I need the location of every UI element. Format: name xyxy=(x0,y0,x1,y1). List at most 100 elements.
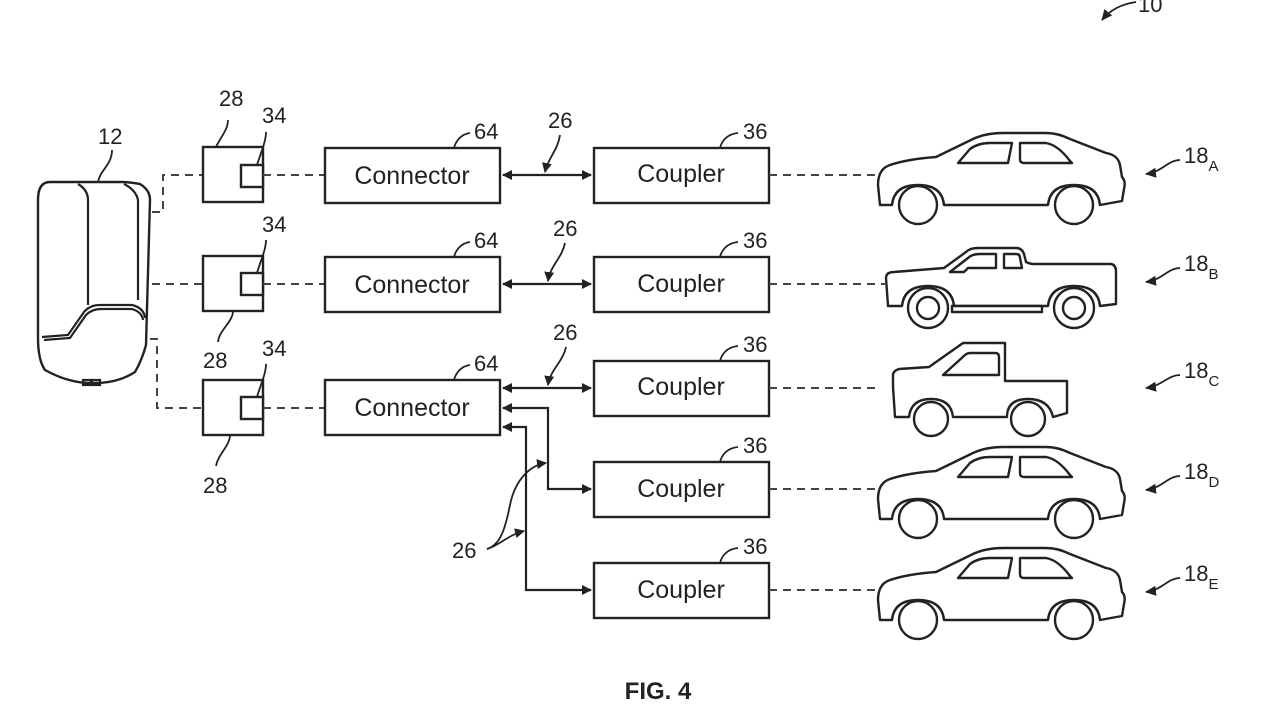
connector-ref: 64 xyxy=(474,228,498,253)
connector-ref-leader xyxy=(453,132,471,149)
coupler-ref-leader xyxy=(719,446,739,463)
link-branches: 26 xyxy=(452,403,592,595)
coupler-ref: 36 xyxy=(743,228,767,253)
vehicle-ref: 18A xyxy=(1184,143,1219,175)
small-pickup-icon xyxy=(891,341,1069,438)
connector-label: Connector xyxy=(354,394,469,422)
coupler-label: Coupler xyxy=(637,373,725,401)
charger-ref-label: 12 xyxy=(98,124,122,149)
charger-foot xyxy=(90,378,102,387)
connector-box xyxy=(323,378,502,437)
link-ref-leader xyxy=(544,346,567,386)
vehicle-ref-arrow xyxy=(1145,475,1181,494)
pickup-truck-icon xyxy=(884,246,1118,330)
vehicle-ref-arrow xyxy=(1145,577,1181,596)
port-socket xyxy=(239,395,265,421)
charger-panel xyxy=(41,303,147,339)
connector-box xyxy=(323,255,502,314)
vehicle-d: 18D xyxy=(876,445,1219,540)
coupler-1: Coupler 36 xyxy=(592,119,771,205)
link-ref: 26 xyxy=(553,320,577,345)
sedan-icon xyxy=(876,546,1126,641)
vehicle-ref: 18B xyxy=(1184,251,1219,283)
vehicle-ref: 18C xyxy=(1184,358,1219,390)
vehicle-ref-arrow xyxy=(1145,159,1181,178)
sedan-icon xyxy=(876,131,1126,226)
link-1: 26 xyxy=(502,108,592,180)
vehicle-b: 18B xyxy=(884,246,1219,330)
connector-ref-leader xyxy=(453,364,471,381)
coupler-3: Coupler 36 xyxy=(592,332,771,418)
coupler-label: Coupler xyxy=(637,576,725,604)
branch-ref-leader xyxy=(486,528,525,550)
socket-ref-leader xyxy=(256,131,267,166)
vehicle-ref: 18E xyxy=(1184,561,1219,593)
coupler-ref-leader xyxy=(719,132,739,149)
coupler-5: Coupler 36 xyxy=(592,534,771,620)
vehicle-a: 18A xyxy=(876,131,1219,226)
coupler-ref-leader xyxy=(719,547,739,564)
coupler-label: Coupler xyxy=(637,270,725,298)
branch-ref-leader xyxy=(486,459,547,550)
charger-ref-leader xyxy=(97,149,113,183)
coupler-ref-leader xyxy=(719,241,739,258)
vehicle-ref-arrow xyxy=(1145,267,1181,286)
socket-ref: 34 xyxy=(262,103,286,128)
link-ref: 26 xyxy=(452,538,476,563)
coupler-ref-leader xyxy=(719,345,739,362)
charging-station: 12 xyxy=(36,124,152,387)
charger-port-link-3 xyxy=(150,338,203,409)
port-1: 28 34 xyxy=(201,86,286,204)
vehicle-e: 18E xyxy=(876,546,1219,641)
coupler-ref: 36 xyxy=(743,534,767,559)
coupler-2: Coupler 36 xyxy=(592,228,771,314)
connector-ref: 64 xyxy=(474,351,498,376)
connector-1: Connector 64 xyxy=(323,119,502,205)
port-ref-leader xyxy=(217,310,234,343)
charger-seam xyxy=(77,183,90,305)
link-ref-leader xyxy=(544,242,566,282)
socket-ref: 34 xyxy=(262,212,286,237)
coupler-ref: 36 xyxy=(743,119,767,144)
port-ref-leader xyxy=(215,434,231,467)
connector-box xyxy=(323,146,502,205)
coupler-label: Coupler xyxy=(637,475,725,503)
branch-link-coupler-5 xyxy=(502,422,592,595)
charger-port-link-1 xyxy=(152,174,203,213)
port-ref-bottom: 28 xyxy=(203,473,227,498)
port-ref-top: 28 xyxy=(219,86,243,111)
socket-ref-leader xyxy=(256,239,267,274)
vehicle-ref: 18D xyxy=(1184,459,1219,491)
connector-ref-leader xyxy=(453,241,471,258)
link-ref: 26 xyxy=(553,216,577,241)
vehicle-c: 18C xyxy=(891,341,1219,438)
port-3: 28 34 xyxy=(201,336,286,498)
charger-panel-inner xyxy=(43,307,145,342)
system-ref-arrow xyxy=(1101,1,1137,21)
port-ref-leader xyxy=(215,119,229,148)
branch-link-coupler-4 xyxy=(502,403,592,494)
connector-ref: 64 xyxy=(474,119,498,144)
link-3: 26 xyxy=(502,320,592,393)
socket-ref-leader xyxy=(256,363,267,398)
port-ref-bottom: 28 xyxy=(203,348,227,373)
coupler-4: Coupler 36 xyxy=(592,433,771,519)
link-ref-leader xyxy=(542,134,561,173)
connector-3: Connector 64 xyxy=(323,351,502,437)
link-ref: 26 xyxy=(548,108,572,133)
port-socket xyxy=(239,271,265,297)
coupler-box xyxy=(592,255,771,314)
link-2: 26 xyxy=(502,216,592,289)
socket-ref: 34 xyxy=(262,336,286,361)
system-reference: 10 xyxy=(1101,0,1162,21)
port-2: 28 34 xyxy=(201,212,286,373)
connector-2: Connector 64 xyxy=(323,228,502,314)
connector-label: Connector xyxy=(354,271,469,299)
coupler-ref: 36 xyxy=(743,332,767,357)
port-socket xyxy=(239,163,265,189)
coupler-label: Coupler xyxy=(637,160,725,188)
coupler-box xyxy=(592,561,771,620)
vehicle-ref-arrow xyxy=(1145,374,1181,392)
connector-label: Connector xyxy=(354,162,469,190)
